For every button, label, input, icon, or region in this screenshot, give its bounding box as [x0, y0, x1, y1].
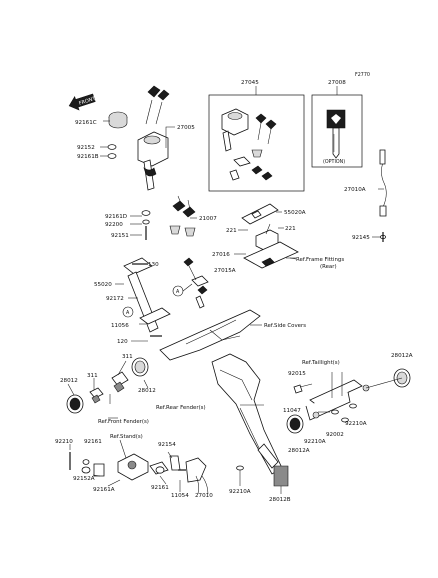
part-label: 11054 [171, 493, 189, 499]
lock-set-frame [208, 94, 305, 192]
key-head-icon [183, 257, 194, 267]
washer-icon [107, 144, 117, 150]
bracket-icon [123, 257, 153, 275]
part-label: 92161 [151, 485, 169, 491]
part-label: 92152 [77, 145, 95, 151]
part-label: 92210A [229, 489, 251, 495]
part-label: 21007 [199, 216, 217, 222]
part-label: 28012A [391, 353, 413, 359]
figure-code: F2770 [355, 72, 370, 78]
part-label: 28012B [269, 497, 291, 503]
circle-a-label: A [126, 310, 130, 316]
side-bracket-group: A [115, 257, 171, 342]
ref-taillights: Ref.Taillight(s) [302, 360, 340, 366]
ref-frame-fittings-sub: (Rear) [320, 264, 337, 270]
part-label: 92002 [326, 432, 344, 438]
key-head-icon [182, 206, 196, 218]
upper-bracket-group [234, 203, 299, 269]
part-label: 92210 [55, 439, 73, 445]
stand-switch-group [69, 439, 209, 495]
part-label: 28012 [60, 378, 78, 384]
plate-bracket-group [286, 368, 411, 434]
part-label: 92161D [105, 214, 127, 220]
key-head-icon [147, 85, 161, 98]
part-label: 92161A [93, 487, 115, 493]
part-label: 11047 [283, 408, 301, 414]
part-label: 120 [117, 339, 128, 345]
reflector-icon [273, 465, 289, 487]
part-label: 55020A [284, 210, 306, 216]
key-head-icon [265, 119, 277, 130]
part-label: 130 [148, 262, 159, 268]
key-head-icon [255, 113, 267, 124]
part-label: 311 [122, 354, 133, 360]
lock-set-box [208, 86, 305, 192]
option-label: (OPTION) [323, 159, 345, 165]
part-label: 27010 [195, 493, 213, 499]
ref-rear-fenders: Ref.Rear Fender(s) [156, 405, 206, 411]
connector-icon [379, 149, 386, 165]
part-label: 27010A [344, 187, 366, 193]
part-label: 221 [226, 228, 237, 234]
part-label: 27005 [177, 125, 195, 131]
ref-side-covers: Ref.Side Covers [264, 323, 306, 329]
part-label: 92210A [304, 439, 326, 445]
part-label: 27008 [328, 80, 346, 86]
part-label: 92210A [345, 421, 367, 427]
ref-stands: Ref.Stand(s) [110, 434, 143, 440]
part-label: 92200 [105, 222, 123, 228]
part-label: 92161C [75, 120, 97, 126]
antenna-group [372, 149, 387, 242]
key-blank-box: (OPTION) [311, 86, 363, 168]
part-label: 92161 [84, 439, 102, 445]
key-head-icon [157, 89, 170, 101]
front-arrow-label: FRONT [78, 96, 97, 107]
part-label: 11056 [111, 323, 129, 329]
ref-front-fenders: Ref.Front Fender(s) [98, 419, 149, 425]
part-label: 28012A [288, 448, 310, 454]
key-head-icon [197, 285, 208, 295]
key-head-icon [172, 200, 186, 212]
part-label: 92172 [106, 296, 124, 302]
part-label: 311 [87, 373, 98, 379]
part-labels: 27045 27008 92161C 27005 92152 92161B 92… [55, 80, 413, 503]
part-label: 92145 [352, 235, 370, 241]
reference-labels: Ref.Frame Fittings (Rear) Ref.Side Cover… [98, 257, 344, 440]
part-label: 92154 [158, 442, 176, 448]
ignition-switch-group [100, 85, 197, 240]
part-label: 92015 [288, 371, 306, 377]
circle-a-label: A [176, 289, 180, 295]
front-reflector-group [66, 357, 149, 414]
part-label: 92151 [111, 233, 129, 239]
washer-icon [107, 153, 117, 159]
ref-frame-fittings: Ref.Frame Fittings [296, 257, 344, 263]
part-label: 92152A [73, 476, 95, 482]
part-label: 27016 [212, 252, 230, 258]
part-label: 92161B [77, 154, 99, 160]
part-label: 55020 [94, 282, 112, 288]
part-label: 27015A [214, 268, 236, 274]
side-cover-outline [159, 309, 261, 361]
part-label: 27045 [241, 80, 259, 86]
part-label: 28012 [138, 388, 156, 394]
rear-fender-group [211, 353, 289, 494]
key-set-27015a: A [172, 257, 209, 309]
front-arrow-icon: FRONT [68, 93, 97, 111]
switch-connector-icon [185, 457, 207, 483]
part-label: 221 [285, 226, 296, 232]
